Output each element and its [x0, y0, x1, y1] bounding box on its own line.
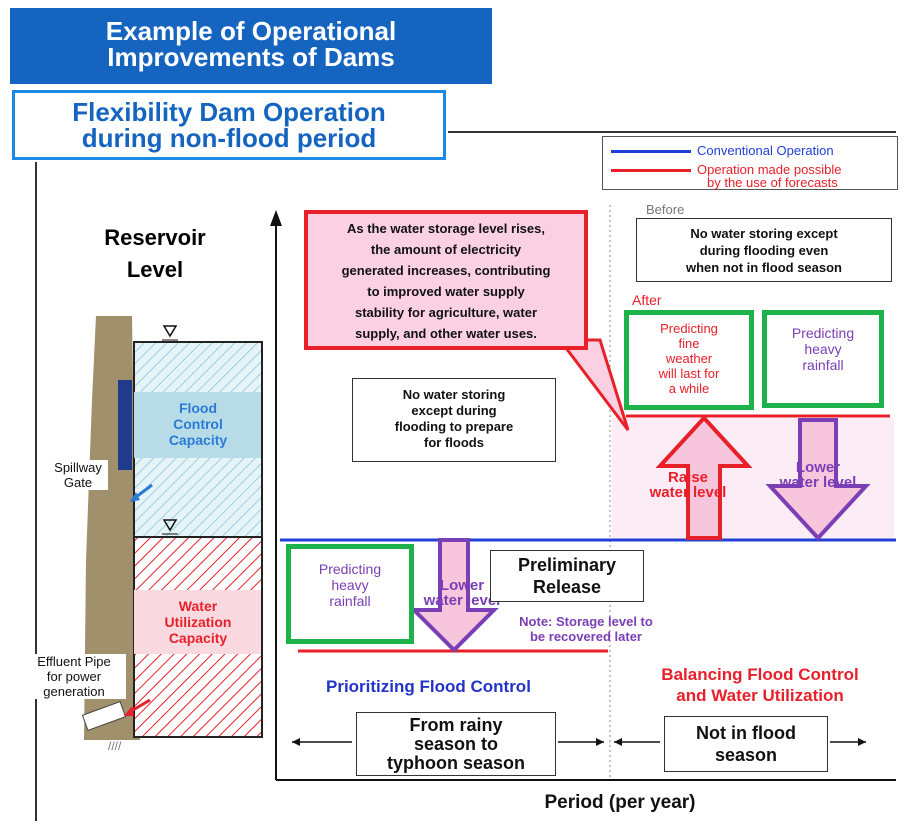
legend-red-line: [611, 169, 691, 172]
lower-arrow-left: [409, 538, 499, 653]
lower-level-right-label: Lower water level: [779, 459, 857, 491]
dam-gate-bar: [118, 380, 132, 470]
subtitle-line-1: Flexibility Dam Operation: [72, 97, 386, 127]
title-line-2: Improvements of Dams: [107, 42, 395, 72]
not-flood-season-box: Not in flood season: [664, 716, 828, 772]
heavy-rain-left-box: Predicting heavy rainfall: [286, 544, 414, 644]
raise-arrow: [655, 415, 753, 540]
lower-level-left-label: Lower water level: [423, 577, 501, 609]
subtitle-line-2: during non-flood period: [81, 123, 377, 153]
prioritizing-label: Prioritizing Flood Control: [326, 677, 531, 696]
effluent-pipe: [81, 701, 127, 731]
before-label: Before: [646, 202, 685, 217]
water-capacity-label: Water Utilization Capacity: [164, 598, 232, 646]
storage-note: Note: Storage level to be recovered late…: [519, 614, 653, 644]
legend-blue-line: [611, 150, 691, 153]
raise-level-label: Raise water level: [649, 469, 727, 501]
title-banner: Example of Operational Improvements of D…: [10, 8, 492, 84]
legend-conventional: Conventional Operation: [697, 143, 834, 158]
subtitle-banner: Flexibility Dam Operation during non-flo…: [12, 90, 446, 160]
heavy-rain-right-box: Predicting heavy rainfall: [762, 310, 884, 408]
title-line-1: Example of Operational: [105, 16, 397, 46]
effluent-pipe-label: Effluent Pipe for power generation: [22, 654, 126, 699]
balancing-label: Balancing Flood Control and Water Utiliz…: [661, 665, 859, 705]
x-axis-label: Period (per year): [544, 792, 696, 813]
flood-capacity-label: Flood Control Capacity: [168, 400, 228, 448]
no-storing-box: No water storing except during flooding …: [352, 378, 556, 462]
flood-capacity-label-bg: [134, 392, 262, 458]
after-label: After: [632, 292, 662, 308]
reservoir-title: Reservoir Level: [104, 225, 206, 282]
legend-forecast-1: Operation made possible: [697, 162, 842, 177]
lower-arrow-right: [765, 418, 871, 541]
legend: Conventional Operation Operation made po…: [602, 136, 898, 190]
before-box: No water storing except during flooding …: [636, 218, 892, 282]
electricity-callout: As the water storage level rises, the am…: [304, 210, 588, 350]
legend-forecast-2: by the use of forecasts: [707, 175, 838, 190]
callout-pointer: [556, 338, 630, 431]
spillway-gate-label: Spillway Gate: [48, 460, 108, 490]
fine-weather-box: Predicting fine weather will last for a …: [624, 310, 754, 410]
svg-text:////: ////: [108, 739, 122, 753]
mid-level-marker: [162, 519, 178, 532]
forecast-band: [612, 418, 894, 540]
preliminary-release-box: Preliminary Release: [490, 550, 644, 602]
water-capacity-label-bg: [134, 590, 262, 654]
rainy-season-box: From rainy season to typhoon season: [356, 712, 556, 776]
top-level-marker: [162, 325, 178, 338]
